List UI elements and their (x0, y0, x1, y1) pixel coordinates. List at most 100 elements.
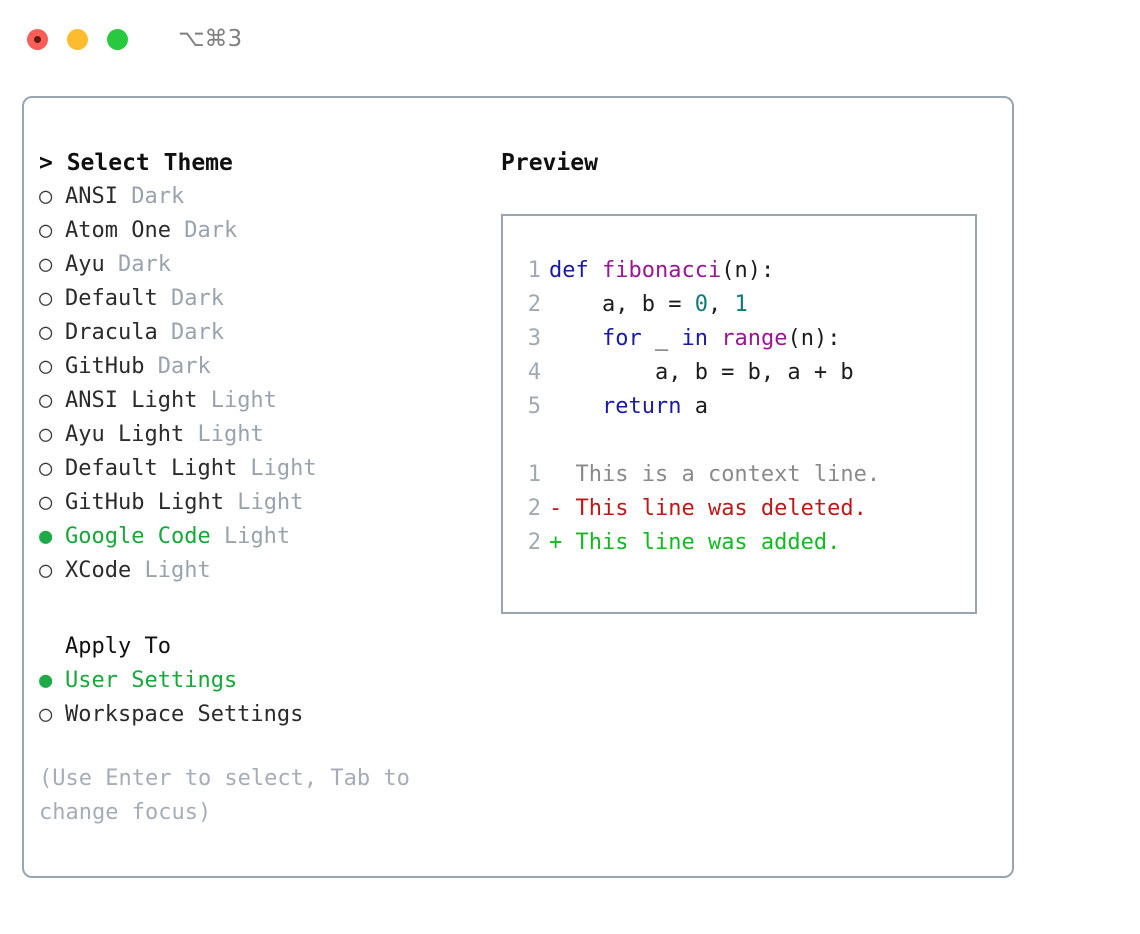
radio-selected-icon: ● (39, 524, 53, 549)
theme-option-ansi-light[interactable]: ○ANSI Light Light (39, 384, 489, 418)
theme-option-default[interactable]: ○ Default Dark (39, 282, 489, 316)
theme-option-label: ANSI Light (65, 388, 198, 413)
theme-variant-badge: Light (223, 490, 304, 515)
code-token-txt (549, 326, 602, 351)
theme-variant-badge: Light (197, 388, 277, 413)
code-token-fn: range (721, 326, 788, 351)
theme-option-label: Default Light (65, 456, 238, 481)
keyboard-shortcut-label: ⌥⌘3 (178, 26, 243, 52)
theme-list-column: > Select Theme ○ANSI Dark○Atom One Dark○… (24, 98, 489, 876)
radio-selected-icon: ● (39, 668, 53, 693)
theme-option-label: Ayu (65, 252, 105, 277)
code-token-num: 1 (734, 292, 748, 317)
diff-text: This is a context line. (562, 462, 881, 487)
radio-unselected-icon: ○ (39, 558, 53, 583)
code-token-txt: a (681, 394, 708, 419)
theme-option-default-light[interactable]: ○Default Light Light (39, 452, 489, 486)
spacer (39, 588, 489, 630)
theme-option-xcode[interactable]: ○ XCode Light (39, 554, 489, 588)
theme-option-label: Default (65, 286, 158, 311)
theme-option-github[interactable]: ○GitHub Dark (39, 350, 489, 384)
spacer (503, 424, 975, 458)
theme-option-github-light[interactable]: ○ GitHub Light Light (39, 486, 489, 520)
code-token-kw: in (681, 326, 708, 351)
diff-line-ctx: 1 This is a context line. (503, 458, 975, 492)
theme-option-label: Dracula (65, 320, 158, 345)
theme-option-atom-one[interactable]: ○ Atom One Dark (39, 214, 489, 248)
code-token-kw: return (601, 394, 682, 419)
minimize-window-icon[interactable] (67, 28, 88, 50)
radio-unselected-icon: ○ (39, 218, 53, 243)
line-number: 2 (527, 496, 541, 521)
theme-option-label: XCode (65, 558, 132, 583)
radio-unselected-icon: ○ (39, 490, 53, 515)
radio-unselected-icon: ○ (39, 422, 53, 447)
line-number: 2 (527, 530, 541, 555)
theme-option-label: GitHub Light (65, 490, 224, 515)
code-token-txt (589, 258, 602, 283)
window-controls (27, 28, 128, 50)
apply-to-heading: Apply To (65, 634, 171, 659)
radio-unselected-icon: ○ (39, 320, 53, 345)
keyboard-hint-text: (Use Enter to select, Tab to change focu… (39, 766, 410, 825)
radio-unselected-icon: ○ (39, 456, 53, 481)
code-token-txt (708, 326, 721, 351)
code-line: 5 return a (503, 390, 975, 424)
code-token-txt: a, b = b, a + b (549, 360, 854, 385)
theme-option-dracula[interactable]: ○ Dracula Dark (39, 316, 489, 350)
code-token-fn: fibonacci (602, 258, 722, 283)
diff-line-add: 2 + This line was added. (503, 526, 975, 560)
code-token-txt: a, b = (549, 292, 695, 317)
code-token-txt: , (707, 292, 735, 317)
theme-option-ayu-light[interactable]: ○Ayu Light Light (39, 418, 489, 452)
apply-to-option-label: Workspace Settings (65, 702, 304, 727)
diff-text: This line was added. (562, 530, 841, 555)
code-line: 2 a, b = 0, 1 (503, 288, 975, 322)
line-number: 2 (527, 292, 541, 317)
apply-to-option-user-settings[interactable]: ● User Settings (39, 664, 489, 698)
theme-option-label: Atom One (65, 218, 171, 243)
code-line: 3 for _ in range(n): (503, 322, 975, 356)
select-theme-heading: > Select Theme (39, 150, 233, 176)
diff-sample: 1 This is a context line.2- This line wa… (503, 458, 975, 560)
theme-option-ayu[interactable]: ○Ayu Dark (39, 248, 489, 282)
close-window-icon[interactable] (27, 28, 48, 50)
theme-variant-badge: Dark (157, 286, 224, 311)
line-number: 4 (527, 360, 541, 385)
code-token-kw: for (601, 326, 642, 351)
theme-option-label: ANSI (65, 184, 118, 209)
radio-unselected-icon: ○ (39, 286, 53, 311)
code-token-punct: (n): (721, 258, 775, 283)
diff-text: This line was deleted. (562, 496, 867, 521)
theme-variant-badge: Dark (117, 184, 185, 209)
apply-to-option-label: User Settings (65, 668, 238, 693)
line-number: 1 (527, 258, 541, 283)
theme-option-ansi[interactable]: ○ ANSI Dark (39, 180, 489, 214)
theme-option-label: Google Code (65, 524, 211, 549)
line-number: 3 (527, 326, 541, 351)
line-number: 1 (527, 462, 541, 487)
theme-variant-badge: Dark (144, 354, 211, 379)
theme-variant-badge: Light (210, 524, 291, 549)
theme-variant-badge: Dark (170, 218, 238, 243)
apply-to-option-workspace-settings[interactable]: ○ Workspace Settings (39, 698, 489, 732)
theme-list: ○ANSI Dark○Atom One Dark○Ayu Dark○Defaul… (39, 180, 489, 588)
diff-marker: - (549, 496, 563, 521)
radio-unselected-icon: ○ (39, 184, 53, 209)
title-bar: ⌥⌘3 (0, 0, 1140, 78)
diff-marker: + (549, 530, 563, 555)
apply-to-list: ● User Settings ○ Workspace Settings (39, 664, 489, 732)
theme-selector-panel: > Select Theme ○ANSI Dark○Atom One Dark○… (22, 96, 1014, 878)
diff-line-del: 2- This line was deleted. (503, 492, 975, 526)
theme-variant-badge: Light (131, 558, 211, 583)
theme-option-label: Ayu Light (65, 422, 185, 447)
zoom-window-icon[interactable] (107, 28, 128, 50)
theme-option-google-code[interactable]: ● Google Code Light (39, 520, 489, 554)
theme-variant-badge: Dark (157, 320, 224, 345)
radio-unselected-icon: ○ (39, 702, 53, 727)
